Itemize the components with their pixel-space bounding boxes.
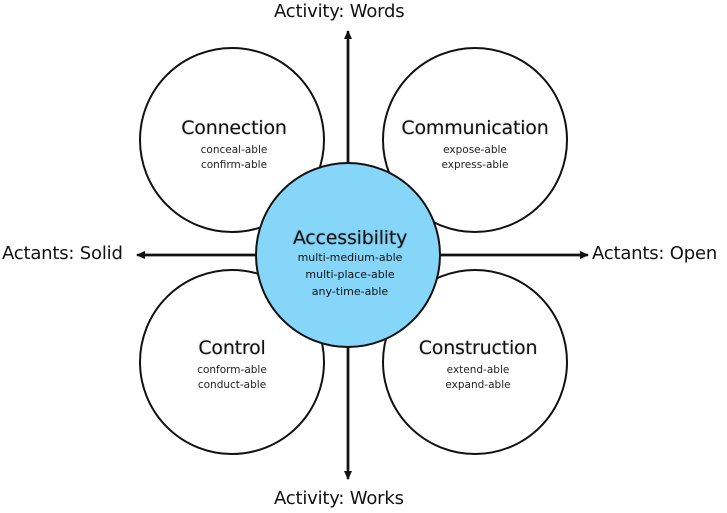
connection-circle bbox=[139, 47, 325, 233]
communication-label-group: Communication expose-able express-able bbox=[401, 117, 548, 173]
construction-circle bbox=[382, 269, 568, 455]
communication-circle bbox=[382, 47, 568, 233]
construction-item: expand-able bbox=[445, 379, 511, 391]
construction-item: extend-able bbox=[446, 364, 510, 376]
control-item: conduct-able bbox=[197, 379, 267, 391]
control-label-group: Control conform-able conduct-able bbox=[197, 337, 267, 393]
axis-label-bottom: Activity: Works bbox=[274, 488, 404, 509]
axis-label-right: Actants: Open bbox=[592, 243, 718, 264]
construction-label-group: Construction extend-able expand-able bbox=[419, 337, 538, 393]
construction-title: Construction bbox=[418, 337, 538, 359]
accessibility-circle bbox=[255, 162, 441, 348]
control-title: Control bbox=[198, 337, 266, 359]
connection-title: Connection bbox=[181, 117, 287, 139]
connection-item: conceal-able bbox=[200, 144, 268, 156]
accessibility-title: Accessibility bbox=[292, 227, 408, 249]
communication-title: Communication bbox=[401, 117, 549, 139]
axis-label-top: Activity: Words bbox=[274, 1, 405, 22]
axis-label-left: Actants: Solid bbox=[2, 243, 123, 264]
connection-label-group: Connection conceal-able confirm-able bbox=[181, 117, 287, 173]
accessibility-item: multi-place-able bbox=[305, 268, 395, 281]
communication-item: express-able bbox=[441, 159, 509, 171]
communication-item: expose-able bbox=[443, 144, 507, 156]
accessibility-item: multi-medium-able bbox=[297, 251, 403, 264]
accessibility-label-group: Accessibility multi-medium-able multi-pl… bbox=[292, 227, 408, 300]
control-item: conform-able bbox=[197, 364, 267, 376]
connection-item: confirm-able bbox=[200, 159, 268, 171]
accessibility-item: any-time-able bbox=[311, 285, 389, 298]
